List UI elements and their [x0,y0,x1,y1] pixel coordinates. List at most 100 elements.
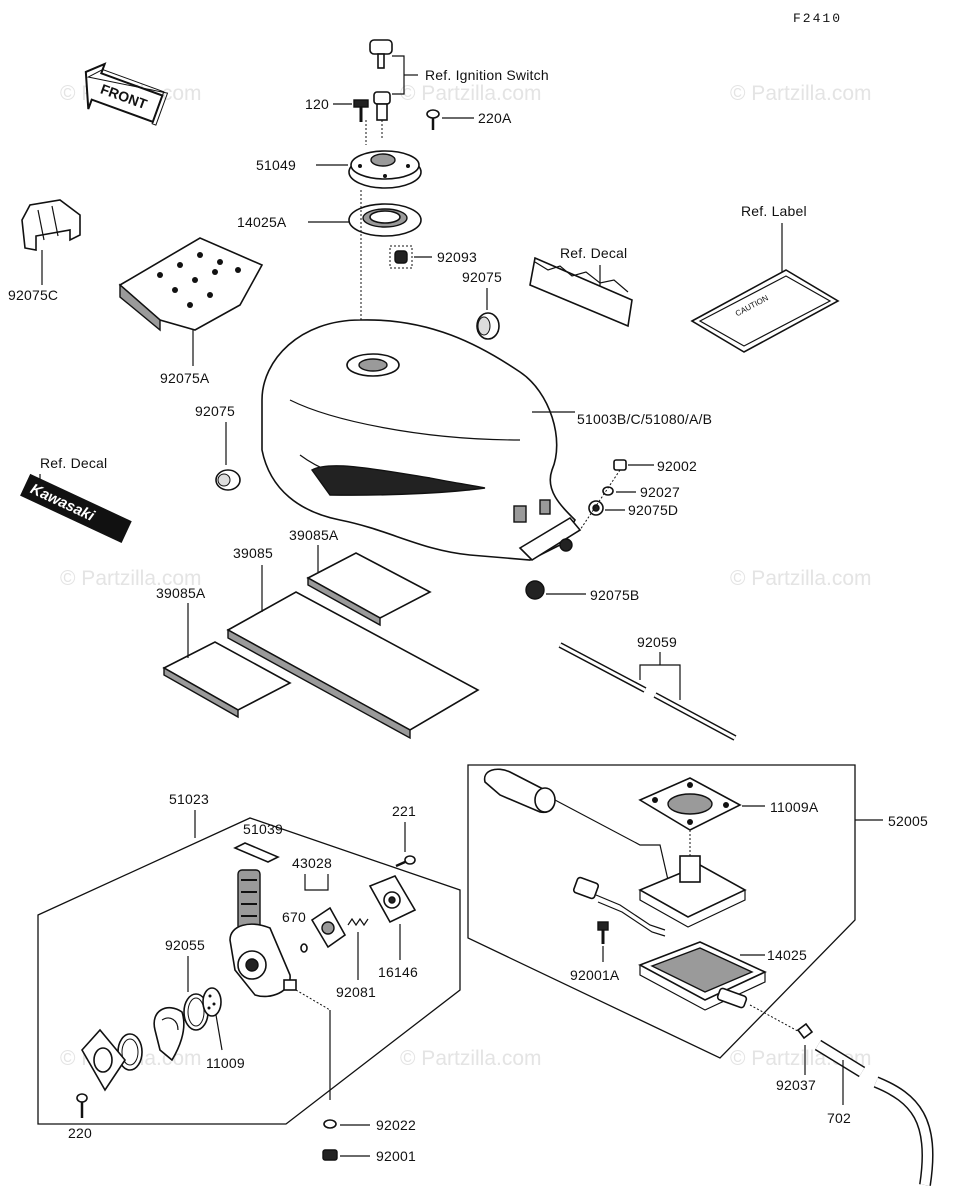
callout-39085: 39085 [233,545,273,561]
callout-39085a-top: 39085A [289,527,339,543]
callout-92001: 92001 [376,1148,416,1164]
callout-ref-decal-top: Ref. Decal [560,245,627,261]
callout-39085a-left: 39085A [156,585,206,601]
hose-702-icon [814,1039,934,1186]
figure-code: F2410 [793,11,842,26]
pad-39085-icon [226,591,480,740]
callout-92081: 92081 [336,984,376,1000]
cap-gasket-icon [348,203,422,237]
screw-221-icon [395,855,416,868]
float-icon [483,768,669,881]
clamp-92037-icon [796,1022,814,1040]
callout-92093: 92093 [437,249,477,265]
callout-52005: 52005 [888,813,928,829]
fuel-gauge-frame [467,764,856,1059]
washer-92022-icon [323,1119,337,1129]
leader-line [215,1014,223,1051]
cover-bracket-icon [21,199,81,251]
filter-11009-icon [202,987,222,1017]
callout-120: 120 [305,96,329,112]
plate-icon [81,1028,126,1092]
fuel-tank-icon [261,319,582,600]
callout-14025a: 14025A [237,214,287,230]
spring-92081-icon [347,917,369,927]
callout-11009a: 11009A [770,799,819,815]
callout-92075a: 92075A [160,370,210,386]
screw-220a-icon [426,109,440,130]
callout-ref-decal-left: Ref. Decal [40,455,107,471]
callout-92055: 92055 [165,937,205,953]
lock-cylinder-icon [373,91,391,121]
kawasaki-decal-icon: Kawasaki [20,473,132,543]
bolt-92002-icon [613,459,627,471]
o-ring-51039-icon [233,842,280,863]
alignment-line [579,469,621,531]
decal-strip-icon [529,256,633,328]
damper-92075d-icon [588,500,604,516]
front-arrow-icon: FRONT [84,62,169,126]
rubber-bushing-icon [215,469,241,491]
watermark: © Partzilla.com [60,567,202,590]
callout-92075c: 92075C [8,287,58,303]
gauge-unit-icon [638,855,747,928]
washer-92027-icon [602,486,614,496]
alignment-line [749,1004,806,1036]
callout-51049: 51049 [256,157,296,173]
alignment-line [295,989,331,1011]
callout-92002: 92002 [657,458,697,474]
callout-ref-ignition-switch: Ref. Ignition Switch [425,67,549,83]
lever-icon [153,1006,185,1062]
callout-92059: 92059 [637,634,677,650]
callout-92001a: 92001A [570,967,620,983]
callout-670: 670 [282,909,306,925]
drain-tube-fitting-icon [394,250,408,264]
connector-icon [572,876,666,937]
screw-120-icon [353,99,369,122]
callout-92075-top: 92075 [462,269,502,285]
callout-51023: 51023 [169,791,209,807]
leader-bracket [304,874,329,891]
gasket-11009a-icon [638,777,742,831]
callout-16146: 16146 [378,964,418,980]
dashed-box [389,245,413,269]
key-icon [369,39,393,69]
callout-92037: 92037 [776,1077,816,1093]
callout-92022: 92022 [376,1117,416,1133]
pad-39085a-left-icon [162,641,292,719]
watermark: © Partzilla.com [400,82,542,105]
callout-92075-left: 92075 [195,403,235,419]
callout-702: 702 [827,1110,851,1126]
gasket-14025-icon [638,941,767,1011]
diaphragm-icon [310,906,347,949]
callout-51039: 51039 [243,821,283,837]
bolt-92001a-icon [597,921,609,944]
callout-92075b: 92075B [590,587,639,603]
callout-11009: 11009 [206,1055,245,1071]
watermarks: © Partzilla.com © Partzilla.com © Partzi… [60,82,872,1070]
o-ring-670-icon [300,943,308,953]
callout-92075d: 92075D [628,502,678,518]
callout-51003: 51003B/C/51080/A/B [577,411,712,427]
fuel-cock-body-icon [229,869,297,998]
callout-14025: 14025 [767,947,807,963]
watermark: © Partzilla.com [730,567,872,590]
callout-ref-label: Ref. Label [741,203,807,219]
rod-92059-icon [558,642,737,741]
callout-220a: 220A [478,110,512,126]
fuel-cock-frame [37,817,461,1125]
caution-label-icon: CAUTION [690,269,840,353]
tank-pad-icon [118,237,264,332]
callout-221: 221 [392,803,416,819]
bolt-92001-icon [322,1149,338,1161]
watermark: © Partzilla.com [400,1047,542,1070]
callout-220: 220 [68,1125,92,1141]
pad-39085a-top-icon [306,552,432,627]
fuel-cap-icon [348,150,422,189]
callout-43028: 43028 [292,855,332,871]
rubber-bushing-icon [476,312,500,340]
callout-92027: 92027 [640,484,680,500]
screw-220-icon [76,1093,88,1118]
cover-16146-icon [368,875,417,924]
